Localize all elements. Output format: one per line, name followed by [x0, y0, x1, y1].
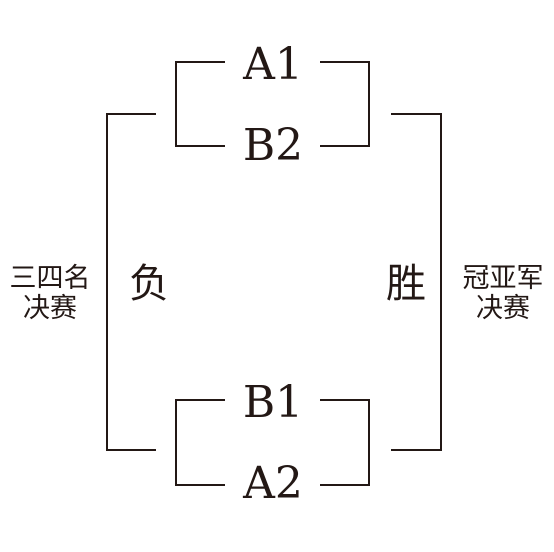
top-match-left-bracket [175, 61, 225, 147]
team-label-a1: A1 [242, 39, 303, 90]
win-label: 胜 [386, 261, 426, 307]
bottom-match-bracket [175, 399, 370, 486]
top-match-right-bracket [320, 61, 370, 147]
winner-bracket-line [391, 113, 442, 451]
championship-final-line1: 冠亚军 [463, 263, 544, 294]
third-place-final-line1: 三四名 [10, 263, 91, 294]
team-label-b1: B1 [243, 377, 303, 428]
bottom-match-left-bracket [175, 399, 225, 486]
lose-label: 负 [129, 261, 169, 307]
team-label-b2: B2 [243, 120, 303, 171]
championship-final-line2: 决赛 [476, 293, 530, 324]
loser-bracket-line [106, 113, 156, 451]
third-place-final-line2: 决赛 [23, 293, 77, 324]
bottom-match-right-bracket [320, 399, 370, 486]
top-match-bracket [175, 61, 370, 147]
team-label-a2: A2 [242, 458, 303, 509]
